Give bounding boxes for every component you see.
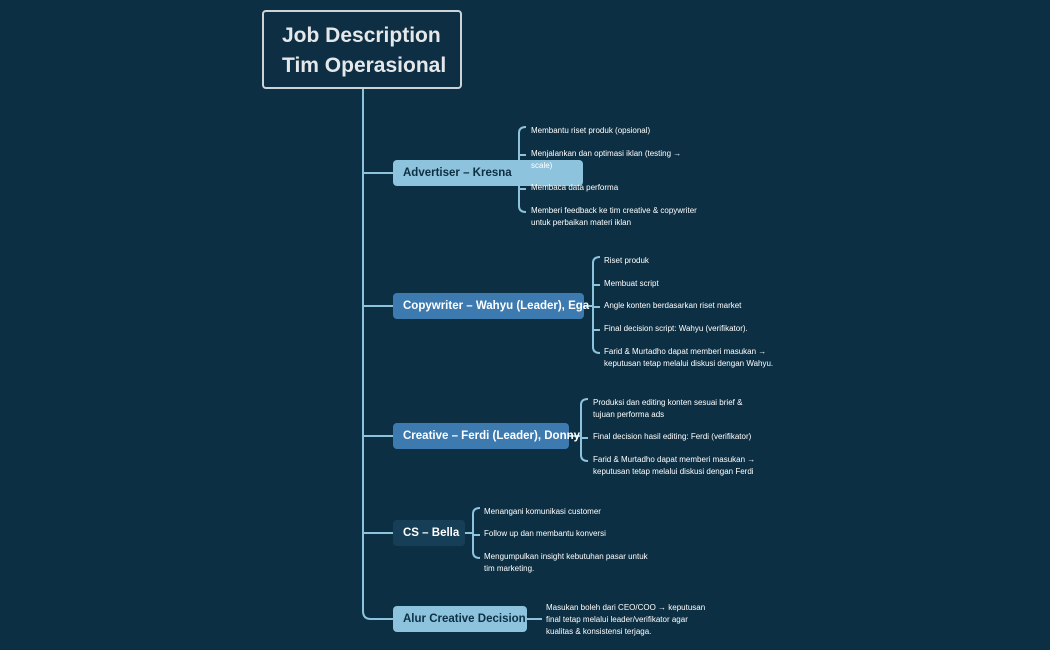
branch-topic[interactable]: Copywriter – Wahyu (Leader), Ega bbox=[393, 293, 589, 319]
connector-line bbox=[580, 398, 589, 462]
subtopic-item[interactable]: Riset produk bbox=[604, 256, 649, 265]
subtopic-item[interactable]: Memberi feedback ke tim creative & copyw… bbox=[531, 206, 697, 227]
subtopic-item[interactable]: Farid & Murtadho dapat memberi masukan →… bbox=[604, 347, 774, 368]
central-topic-title[interactable]: Job Description Tim Operasional bbox=[262, 10, 462, 89]
subtopic-item[interactable]: Menangani komunikasi customer bbox=[484, 507, 601, 516]
branch-topic[interactable]: Alur Creative Decision: bbox=[393, 606, 530, 632]
subtopic-item[interactable]: Membuat script bbox=[604, 279, 659, 288]
branch-topic[interactable]: Advertiser – Kresna bbox=[393, 160, 583, 186]
subtopic-item[interactable]: Menjalankan dan optimasi iklan (testing … bbox=[531, 149, 682, 170]
branch-topic[interactable]: Creative – Ferdi (Leader), Donny bbox=[393, 423, 580, 449]
subtopic-item[interactable]: Produksi dan editing konten sesuai brief… bbox=[593, 398, 743, 419]
subtopic-item[interactable]: Farid & Murtadho dapat memberi masukan →… bbox=[593, 455, 756, 476]
subtopic-item[interactable]: Follow up dan membantu konversi bbox=[484, 529, 606, 538]
subtopic-item[interactable]: Membantu riset produk (opsional) bbox=[531, 126, 651, 135]
subtopic-item[interactable]: Angle konten berdasarkan riset market bbox=[604, 301, 742, 310]
subtopic-item[interactable]: Membaca data performa bbox=[531, 183, 619, 192]
subtopic-item[interactable]: Mengumpulkan insight kebutuhan pasar unt… bbox=[484, 552, 648, 573]
subtopic-item[interactable]: Masukan boleh dari CEO/COO → keputusan f… bbox=[546, 603, 706, 636]
subtopic-item[interactable]: Final decision script: Wahyu (verifikato… bbox=[604, 324, 748, 333]
connector-line bbox=[592, 256, 601, 354]
connector-line bbox=[362, 89, 393, 620]
subtopic-item[interactable]: Final decision hasil editing: Ferdi (ver… bbox=[593, 432, 752, 441]
branch-topic[interactable]: CS – Bella bbox=[393, 520, 465, 546]
connector-line bbox=[472, 507, 481, 559]
